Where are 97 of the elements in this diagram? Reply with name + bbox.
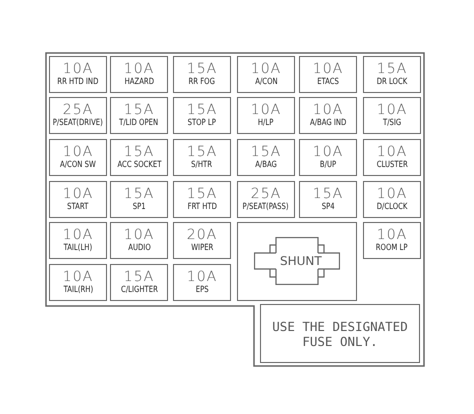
fuse-slot — [49, 139, 107, 176]
fuse-slot — [49, 181, 107, 218]
fuse-rating: 10A — [250, 62, 282, 76]
fuse-slot — [173, 97, 231, 134]
circuit-name: AUDIO — [128, 242, 150, 254]
fuse-rating: 15A — [186, 102, 218, 118]
circuit-name: STOP LP — [188, 118, 216, 128]
fuse-rating: 10A — [124, 228, 154, 242]
fuse-rating: 15A — [186, 144, 218, 160]
shunt-slot — [237, 222, 357, 301]
fuse-rating: 20A — [186, 228, 218, 242]
circuit-name: SP4 — [322, 202, 334, 212]
fuse-rating: 10A — [62, 62, 94, 76]
fuse-rating: 10A — [376, 144, 408, 160]
fuse-slot — [363, 181, 421, 218]
fuse-slot — [299, 56, 357, 93]
fuse-slot — [363, 139, 421, 176]
instruction-text: USE THE DESIGNATED FUSE ONLY. — [271, 318, 409, 348]
circuit-name: T/SIG — [382, 118, 402, 128]
fuse-slot — [173, 222, 231, 259]
fuse-rating: 10A — [62, 270, 94, 284]
fuse-rating: 15A — [376, 62, 408, 76]
fuse-rating: 10A — [62, 186, 94, 202]
fuse-rating: 10A — [62, 144, 94, 160]
circuit-name: TAIL(RH) — [63, 284, 93, 296]
circuit-name: SP1 — [132, 202, 146, 212]
fuse-slot — [173, 181, 231, 218]
circuit-name: H/LP — [258, 118, 274, 128]
fuse-slot — [237, 97, 295, 134]
circuit-name: HAZARD — [124, 76, 154, 88]
fuse-rating: 25A — [62, 102, 94, 118]
fuse-rating: 10A — [312, 62, 344, 76]
fuse-rating: 15A — [312, 186, 344, 202]
fuse-rating: 15A — [124, 102, 154, 118]
fuse-slot — [237, 181, 295, 218]
circuit-name: A/CON SW — [60, 160, 96, 170]
fuse-slot — [237, 56, 295, 93]
fuse-slot — [110, 56, 168, 93]
fuse-rating: 10A — [376, 102, 408, 118]
fuse-rating: 15A — [124, 270, 154, 284]
fuse-slot — [49, 56, 107, 93]
circuit-name: P/SEAT(PASS) — [243, 202, 289, 212]
circuit-name: RR HTD IND — [57, 76, 99, 88]
fuse-slot — [237, 139, 295, 176]
fuse-slot — [363, 222, 421, 259]
fuse-rating: 15A — [250, 144, 282, 160]
fuse-slot — [299, 97, 357, 134]
circuit-name: TAIL(LH) — [64, 242, 92, 254]
fuse-slot — [363, 97, 421, 134]
fuse-rating: 10A — [62, 228, 94, 242]
fuse-rating: 15A — [186, 62, 218, 76]
circuit-name: CLUSTER — [376, 160, 408, 170]
circuit-name: ACC SOCKET — [116, 160, 161, 170]
circuit-name: A/BAG — [255, 160, 277, 170]
circuit-name: B/UP — [320, 160, 336, 170]
fuse-slot — [110, 264, 168, 301]
circuit-name: WIPER — [190, 242, 214, 254]
circuit-name: T/LID OPEN — [120, 118, 158, 128]
fuse-rating: 25A — [250, 186, 282, 202]
fuse-rating: 10A — [186, 270, 218, 284]
circuit-name: EPS — [196, 284, 208, 296]
circuit-name: ROOM LP — [376, 242, 408, 254]
fuse-slot — [173, 56, 231, 93]
circuit-name: S/HTR — [192, 160, 212, 170]
circuit-name: A/CON — [254, 76, 278, 88]
circuit-name: A/BAG IND — [310, 118, 346, 128]
fuse-slot — [49, 222, 107, 259]
fuse-slot — [110, 139, 168, 176]
circuit-name: P/SEAT(DRIVE) — [52, 118, 104, 128]
fuse-rating: 15A — [186, 186, 218, 202]
fuse-slot — [363, 56, 421, 93]
fuse-slot — [49, 264, 107, 301]
fuse-rating: 10A — [376, 228, 408, 242]
fuse-slot — [110, 181, 168, 218]
fuse-slot — [299, 139, 357, 176]
fuse-slot — [173, 264, 231, 301]
shunt-label: SHUNT — [280, 254, 322, 268]
fuse-slot — [49, 97, 107, 134]
circuit-name: C/LIGHTER — [120, 284, 158, 296]
fuse-rating: 15A — [124, 144, 154, 160]
circuit-name: FRT HTD — [187, 202, 217, 212]
circuit-name: START — [67, 202, 89, 212]
note-panel — [260, 304, 420, 363]
fuse-slot — [173, 139, 231, 176]
circuit-name: ETACS — [317, 76, 339, 88]
circuit-name: RR FOG — [188, 76, 216, 88]
fuse-rating: 10A — [376, 186, 408, 202]
fuse-rating: 10A — [312, 144, 344, 160]
circuit-name: DR LOCK — [376, 76, 408, 88]
fuse-rating: 10A — [124, 62, 154, 76]
fuse-slot — [299, 181, 357, 218]
fuse-rating: 10A — [312, 102, 344, 118]
fuse-slot — [110, 222, 168, 259]
circuit-name: D/CLOCK — [376, 202, 408, 212]
fuse-rating: 10A — [250, 102, 282, 118]
fuse-slot — [110, 97, 168, 134]
fuse-rating: 15A — [124, 186, 154, 202]
